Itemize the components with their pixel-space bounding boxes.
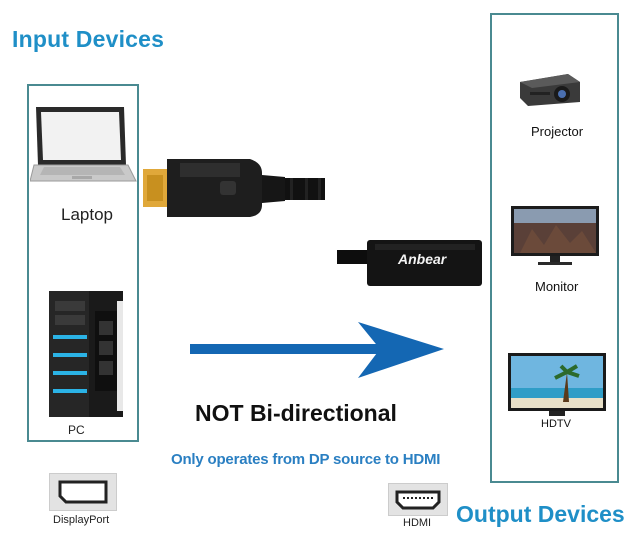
monitor-label: Monitor — [535, 279, 579, 294]
laptop-image — [30, 107, 137, 182]
output-devices-panel — [490, 13, 619, 483]
monitor-image — [511, 206, 599, 265]
output-devices-title: Output Devices — [456, 501, 625, 527]
direction-arrow — [190, 322, 444, 378]
hdtv-image — [508, 353, 606, 416]
input-devices-panel — [27, 84, 139, 442]
displayport-cable-image — [143, 159, 325, 217]
not-bidirectional-headline: NOT Bi-directional — [195, 400, 397, 426]
input-devices-title: Input Devices — [12, 26, 165, 52]
hdtv-label: HDTV — [541, 418, 571, 430]
projector-label: Projector — [531, 124, 584, 139]
direction-note: Only operates from DP source to HDMI — [171, 451, 441, 468]
displayport-label: DisplayPort — [53, 514, 110, 526]
displayport-port-icon — [49, 473, 117, 511]
hdmi-label: HDMI — [403, 517, 432, 529]
projector-image — [520, 74, 580, 106]
laptop-label: Laptop — [61, 205, 113, 224]
hdmi-port-icon — [388, 483, 448, 516]
hdmi-adapter-image — [337, 240, 482, 286]
pc-tower-image — [49, 291, 123, 417]
pc-label: PC — [68, 423, 85, 437]
brand-label: Anbear — [398, 251, 447, 267]
